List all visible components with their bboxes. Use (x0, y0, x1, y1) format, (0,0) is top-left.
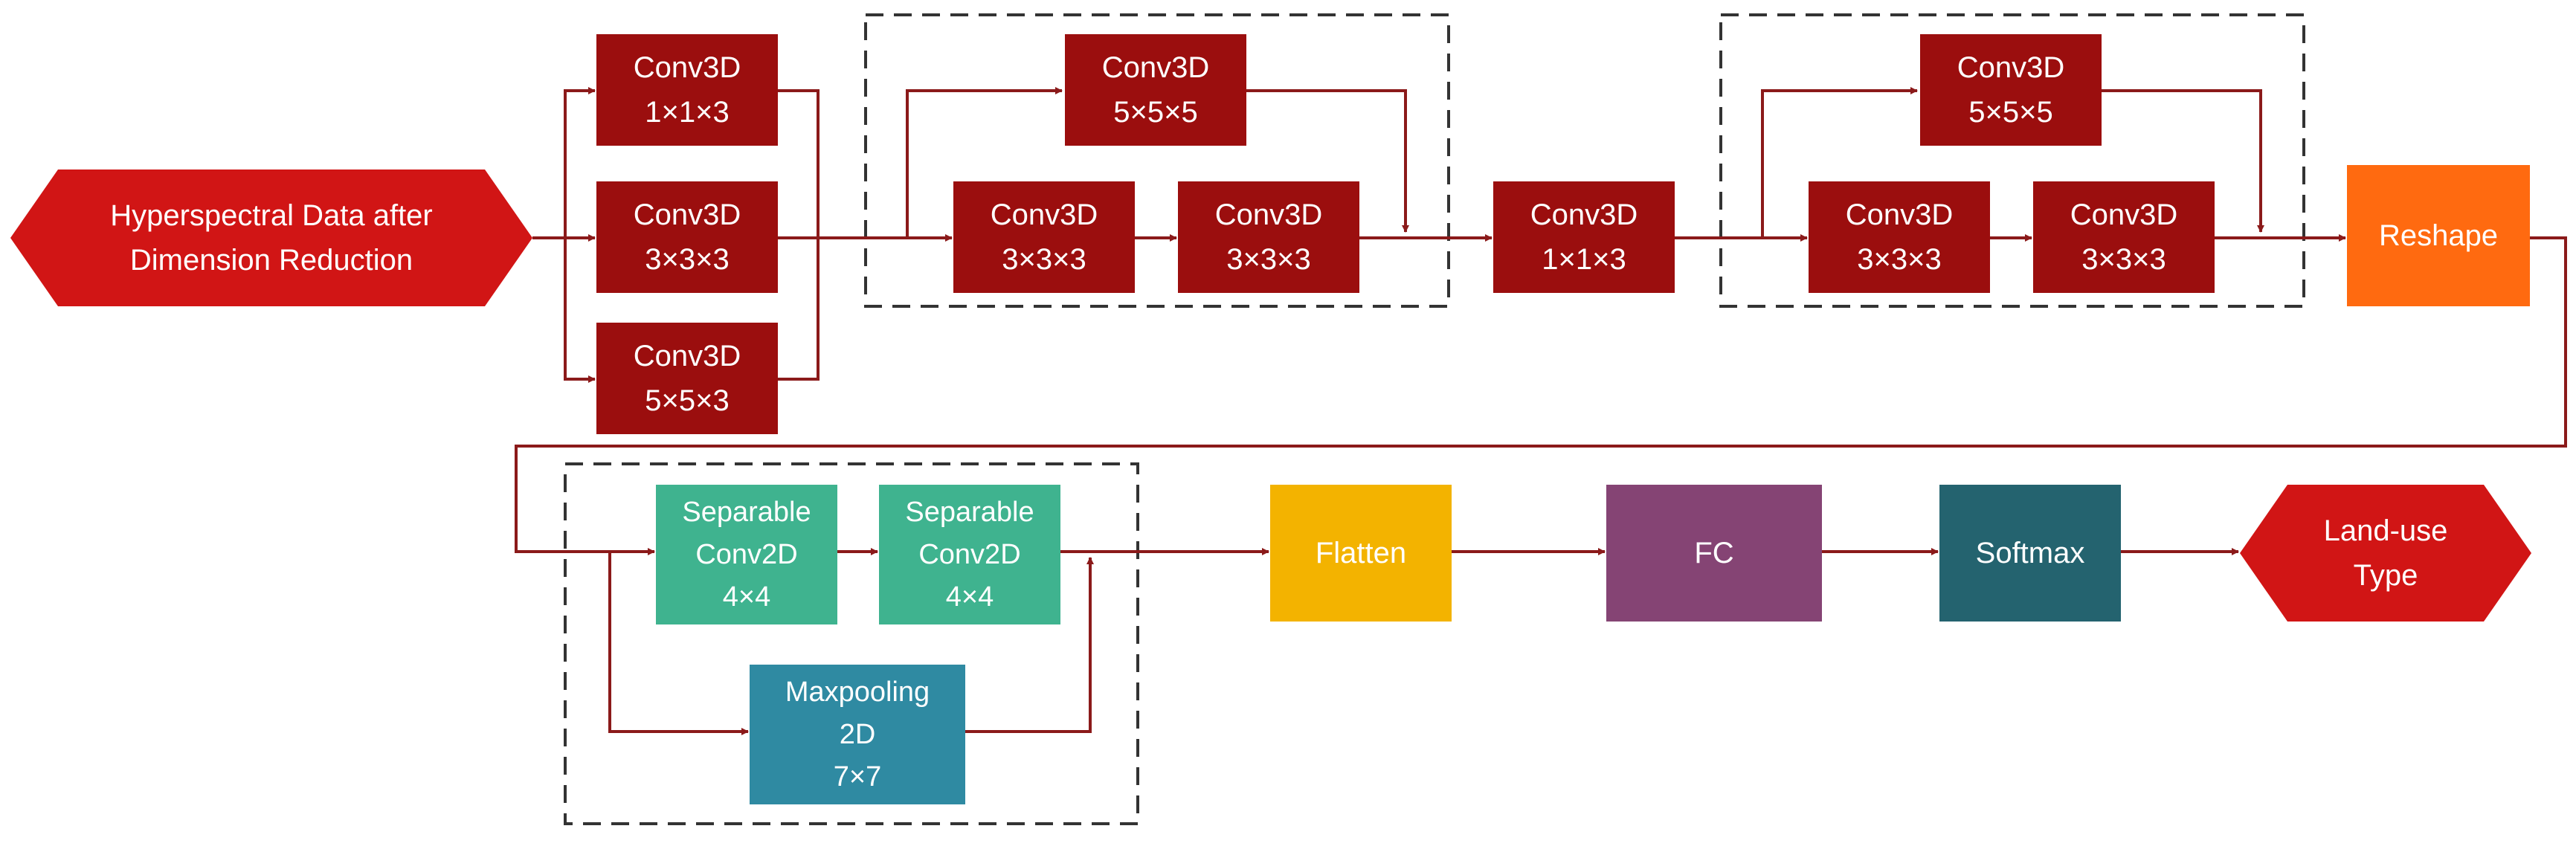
block2-conv3d-5x5x5-node-shape (1920, 34, 2102, 146)
separable-conv2d-second-node-label-line-3: 4×4 (946, 581, 994, 613)
conv3d-3x3x3-node-shape (596, 181, 778, 293)
input-hyperspectral-data-node-label-line-1: Hyperspectral Data after (110, 199, 433, 232)
block2-conv3d-3x3x3-second-node-shape (2033, 181, 2215, 293)
block2-conv3d-3x3x3-first-node-label-line-1: Conv3D (1846, 198, 1954, 231)
maxpooling2d-node-label-line-3: 7×7 (834, 761, 881, 792)
block1-conv3d-3x3x3-first-node-shape (953, 181, 1135, 293)
conv3d-5x5x3-node-label-line-2: 5×5×3 (645, 384, 729, 417)
edge-conv-5x5x3-to-merge (778, 238, 820, 381)
flatten-node: Flatten (1270, 485, 1452, 622)
block2-conv3d-3x3x3-second-node: Conv3D 3×3×3 (2033, 181, 2215, 293)
block1-conv3d-5x5x5-node-label-line-2: 5×5×5 (1113, 96, 1197, 129)
edge-split-to-maxpool (608, 552, 749, 735)
conv3d-1x1x3-node-label-line-2: 1×1×3 (645, 96, 729, 129)
edge-conv-5x5x5-to-add (1246, 89, 1409, 233)
output-land-use-type-node-label-line-1: Land-use (2324, 514, 2448, 547)
input-hyperspectral-data-node-shape (10, 170, 532, 306)
block1-conv3d-3x3x3-second-node-label-line-2: 3×3×3 (1226, 243, 1310, 276)
conv3d-1x1x3-node-label-line-1: Conv3D (634, 51, 741, 84)
conv3d-1x1x3-middle-node-shape (1493, 181, 1675, 293)
block1-conv3d-3x3x3-second-node: Conv3D 3×3×3 (1178, 181, 1359, 293)
separable-conv2d-first-node-label-line-1: Separable (682, 497, 811, 528)
conv3d-1x1x3-node-shape (596, 34, 778, 146)
maxpooling2d-node-shape (750, 665, 965, 804)
residual-block-2-frame (1719, 13, 2305, 308)
reshape-node: Reshape (2347, 165, 2530, 306)
block2-conv3d-3x3x3-first-node: Conv3D 3×3×3 (1809, 181, 1990, 293)
conv3d-3x3x3-node: Conv3D 3×3×3 (596, 181, 778, 293)
separable-conv2d-first-node-label-line-3: 4×4 (723, 581, 770, 613)
conv3d-1x1x3-middle-node: Conv3D 1×1×3 (1493, 181, 1675, 293)
edge-block2-to-conv-5x5x5 (1761, 87, 1918, 238)
conv3d-5x5x3-node-label-line-1: Conv3D (634, 340, 741, 372)
edge-split-to-conv-5x5x3 (564, 238, 596, 383)
block2-conv3d-5x5x5-node: Conv3D 5×5×5 (1920, 34, 2102, 146)
maxpooling2d-node: Maxpooling 2D 7×7 (750, 665, 965, 804)
edge-conv-1x1x3-to-merge (778, 89, 820, 238)
conv3d-5x5x3-node-shape (596, 323, 778, 434)
block1-conv3d-5x5x5-node-shape (1065, 34, 1246, 146)
input-hyperspectral-data-node-label-line-2: Dimension Reduction (130, 244, 413, 277)
block1-conv3d-5x5x5-node-label-line-1: Conv3D (1102, 51, 1210, 84)
block1-conv3d-3x3x3-second-node-label-line-1: Conv3D (1215, 198, 1323, 231)
output-land-use-type-node-label-line-2: Type (2354, 559, 2418, 592)
block2-conv3d-3x3x3-first-node-label-line-2: 3×3×3 (1857, 243, 1941, 276)
separable-conv2d-second-node-label-line-1: Separable (905, 497, 1034, 528)
separable-conv2d-first-node-shape (656, 485, 837, 624)
conv3d-1x1x3-middle-node-label-line-1: Conv3D (1530, 198, 1638, 231)
residual-block-1-frame (864, 13, 1450, 308)
block1-conv3d-3x3x3-first-node-label-line-2: 3×3×3 (1002, 243, 1086, 276)
separable-conv2d-second-node-label-line-2: Conv2D (918, 539, 1020, 570)
separable-conv2d-first-node-label-line-2: Conv2D (695, 539, 797, 570)
softmax-node-label-line-1: Softmax (1976, 537, 2085, 569)
reshape-node-label-line-1: Reshape (2379, 219, 2498, 252)
softmax-node-shape (1939, 485, 2121, 622)
separable-conv2d-second-node-shape (879, 485, 1060, 624)
edge-reshape-to-row2 (515, 236, 2567, 555)
edge-block1-to-conv-5x5x5 (906, 87, 1063, 238)
softmax-node: Softmax (1939, 485, 2121, 622)
maxpooling2d-node-label-line-2: 2D (840, 719, 876, 750)
block2-conv3d-3x3x3-first-node-shape (1809, 181, 1990, 293)
separable-block-frame (564, 462, 1139, 825)
flatten-node-shape (1270, 485, 1452, 622)
edge-split-to-conv-1x1x3 (564, 87, 596, 238)
connectors (515, 87, 2567, 735)
block1-conv3d-5x5x5-node: Conv3D 5×5×5 (1065, 34, 1246, 146)
block1-conv3d-3x3x3-first-node: Conv3D 3×3×3 (953, 181, 1135, 293)
flatten-node-label-line-1: Flatten (1316, 537, 1406, 569)
conv3d-1x1x3-middle-node-label-line-2: 1×1×3 (1542, 243, 1626, 276)
reshape-node-shape (2347, 165, 2530, 306)
block2-conv3d-5x5x5-node-label-line-1: Conv3D (1957, 51, 2065, 84)
conv3d-3x3x3-node-label-line-1: Conv3D (634, 198, 741, 231)
conv3d-3x3x3-node-label-line-2: 3×3×3 (645, 243, 729, 276)
conv3d-1x1x3-node: Conv3D 1×1×3 (596, 34, 778, 146)
block1-conv3d-3x3x3-first-node-label-line-1: Conv3D (991, 198, 1098, 231)
edge-b2-conv-5x5x5-to-add (2102, 89, 2264, 233)
fc-node: FC (1606, 485, 1822, 622)
block2-conv3d-5x5x5-node-label-line-2: 5×5×5 (1968, 96, 2052, 129)
maxpooling2d-node-label-line-1: Maxpooling (785, 677, 930, 708)
fc-node-shape (1606, 485, 1822, 622)
conv3d-5x5x3-node: Conv3D 5×5×3 (596, 323, 778, 434)
edge-maxpool-to-merge (965, 557, 1094, 733)
block1-conv3d-3x3x3-second-node-shape (1178, 181, 1359, 293)
block2-conv3d-3x3x3-second-node-label-line-2: 3×3×3 (2081, 243, 2166, 276)
output-land-use-type-node-shape (2240, 485, 2531, 622)
block2-conv3d-3x3x3-second-node-label-line-1: Conv3D (2070, 198, 2178, 231)
fc-node-label-line-1: FC (1694, 537, 1733, 569)
